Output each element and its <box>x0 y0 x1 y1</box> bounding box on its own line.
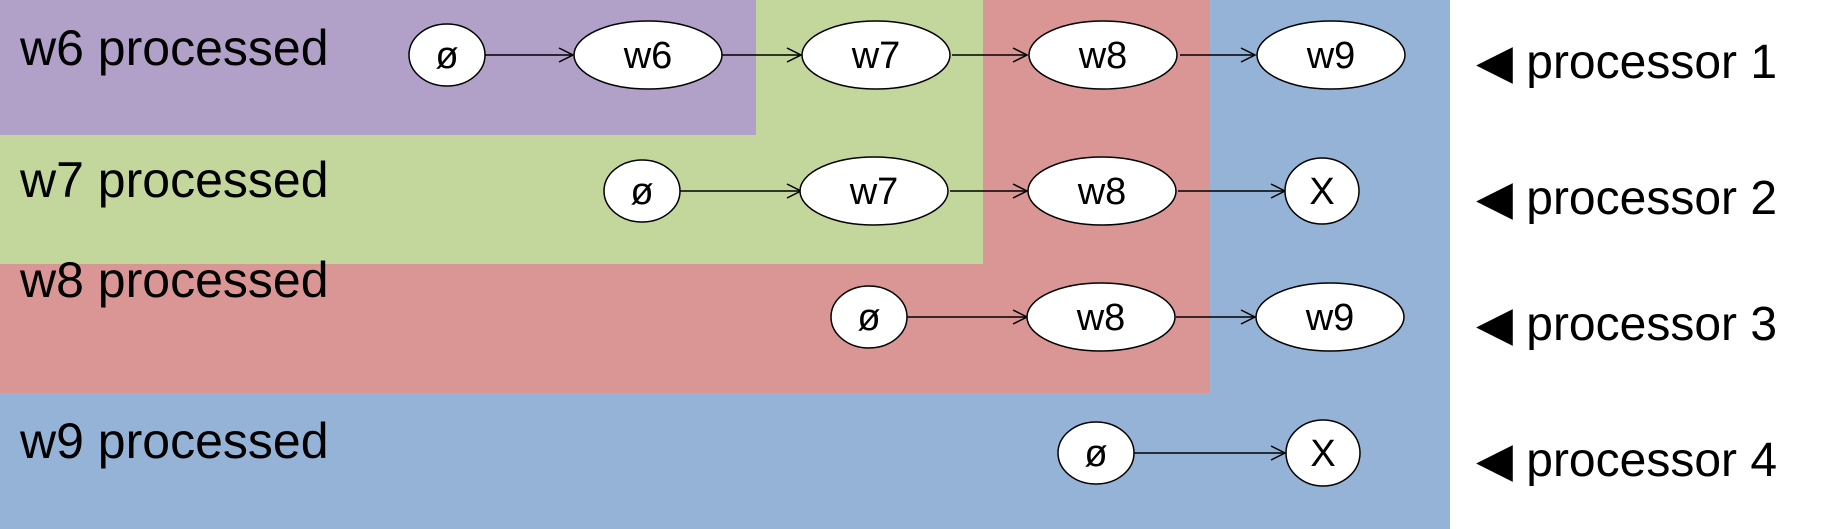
node-w7 <box>801 20 951 90</box>
processor-3-row: ø w8 w9 <box>830 282 1405 352</box>
processor-1-row: ø w6 w7 w8 w9 <box>408 20 1406 90</box>
node-label: w9 <box>1305 297 1355 339</box>
node-label: X <box>1310 433 1335 475</box>
node-w9 <box>1256 20 1406 90</box>
node-label: w6 <box>623 35 673 77</box>
node-label: ø <box>1084 433 1107 475</box>
region-label-w9: w9 processed <box>19 413 329 469</box>
region-label-w7: w7 processed <box>19 152 329 208</box>
node-end <box>1285 419 1361 487</box>
node-w8 <box>1027 156 1177 226</box>
node-label: ø <box>435 35 458 77</box>
node-empty-set <box>408 23 486 87</box>
node-label: w8 <box>1078 35 1128 77</box>
arrowhead <box>558 47 575 63</box>
node-empty-set <box>830 285 908 349</box>
node-label: ø <box>857 297 880 339</box>
processor-2-row: ø w7 w8 X <box>603 156 1360 226</box>
node-w8 <box>1026 282 1176 352</box>
processor-labels: ◀ processor 1 ◀ processor 2 ◀ processor … <box>1476 36 1777 487</box>
node-label: ø <box>630 171 653 213</box>
processor-label-4: ◀ processor 4 <box>1476 434 1777 487</box>
node-label: w7 <box>849 171 899 213</box>
node-label: w9 <box>1306 35 1356 77</box>
node-label: w8 <box>1077 171 1127 213</box>
node-empty-set <box>1057 421 1135 485</box>
node-w8 <box>1028 20 1178 90</box>
node-label: X <box>1309 171 1334 213</box>
region-label-w6: w6 processed <box>19 20 329 76</box>
node-end <box>1284 157 1360 225</box>
processor-label-1: ◀ processor 1 <box>1476 36 1777 89</box>
node-w6 <box>573 20 723 90</box>
node-w9 <box>1255 282 1405 352</box>
node-label: w8 <box>1076 297 1126 339</box>
arrowhead <box>1012 47 1029 63</box>
region-label-w8: w8 processed <box>19 252 329 308</box>
arrowhead <box>1270 445 1287 461</box>
arrowhead <box>1240 309 1257 325</box>
node-empty-set <box>603 159 681 223</box>
node-w7 <box>799 156 949 226</box>
processor-label-3: ◀ processor 3 <box>1476 298 1777 351</box>
processor-4-row: ø X <box>1057 419 1361 487</box>
node-label: w7 <box>851 35 901 77</box>
region-labels: w6 processed w7 processed w8 processed w… <box>19 20 329 469</box>
processor-label-2: ◀ processor 2 <box>1476 172 1777 225</box>
arrowhead <box>1012 183 1029 199</box>
arrowhead <box>786 47 803 63</box>
arrowhead <box>1240 47 1257 63</box>
